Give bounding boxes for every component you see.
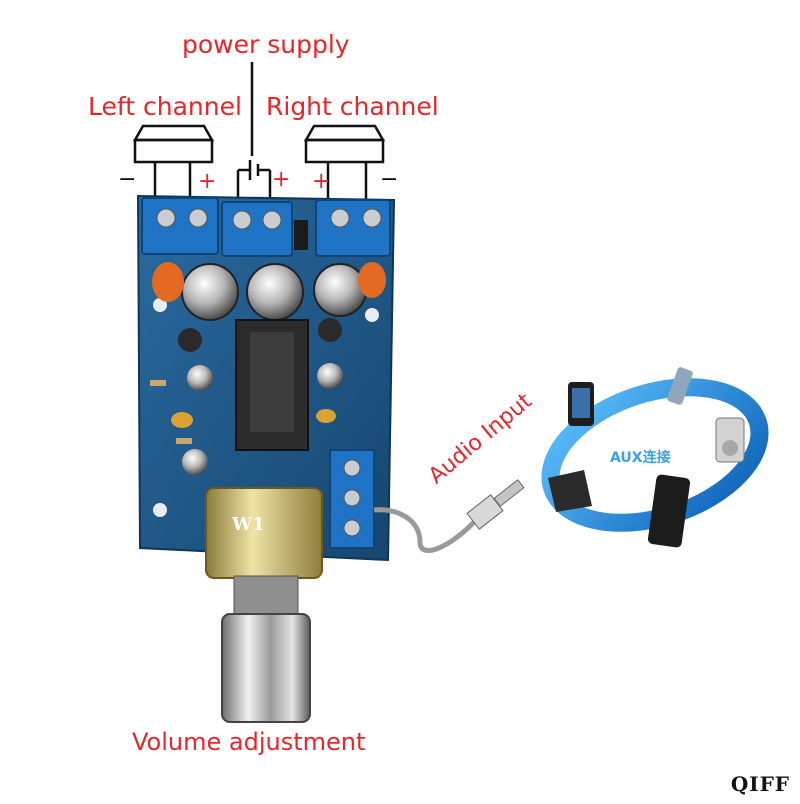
mp3-player-icon (715, 417, 745, 463)
right-minus-sign: − (380, 167, 398, 192)
electrolytic-capacitor (181, 263, 367, 321)
volume-knob (221, 613, 311, 723)
usb-drive-icon (667, 367, 693, 405)
amplifier-chip (235, 319, 309, 451)
aux-device-ring: AUX连接 (541, 367, 769, 548)
amplifier-board (136, 194, 396, 562)
watermark: QIFF (730, 772, 790, 796)
volume-potentiometer: W1 (205, 487, 323, 617)
potentiometer-label: W1 (231, 514, 265, 535)
audio-input-header (329, 449, 375, 549)
aux-label: AUX连接 (610, 449, 671, 466)
right-speaker-symbol (303, 124, 386, 204)
left-channel-terminal (141, 197, 219, 255)
laptop-icon (548, 470, 592, 512)
power-plus-sign: + (272, 167, 290, 192)
tablet-icon (647, 474, 691, 548)
power-supply-label: power supply (182, 30, 350, 59)
power-supply-symbol (236, 62, 272, 206)
right-plus-sign: + (312, 169, 330, 194)
left-channel-label: Left channel (88, 92, 242, 121)
volume-adjustment-label: Volume adjustment (132, 728, 366, 756)
audio-cable (373, 479, 525, 553)
power-terminal (221, 201, 293, 257)
right-channel-terminal (315, 199, 391, 257)
diode (294, 220, 308, 250)
smartphone-icon (568, 382, 594, 426)
right-channel-label: Right channel (266, 92, 439, 121)
left-plus-sign: + (198, 169, 216, 194)
left-minus-sign: − (118, 167, 136, 192)
